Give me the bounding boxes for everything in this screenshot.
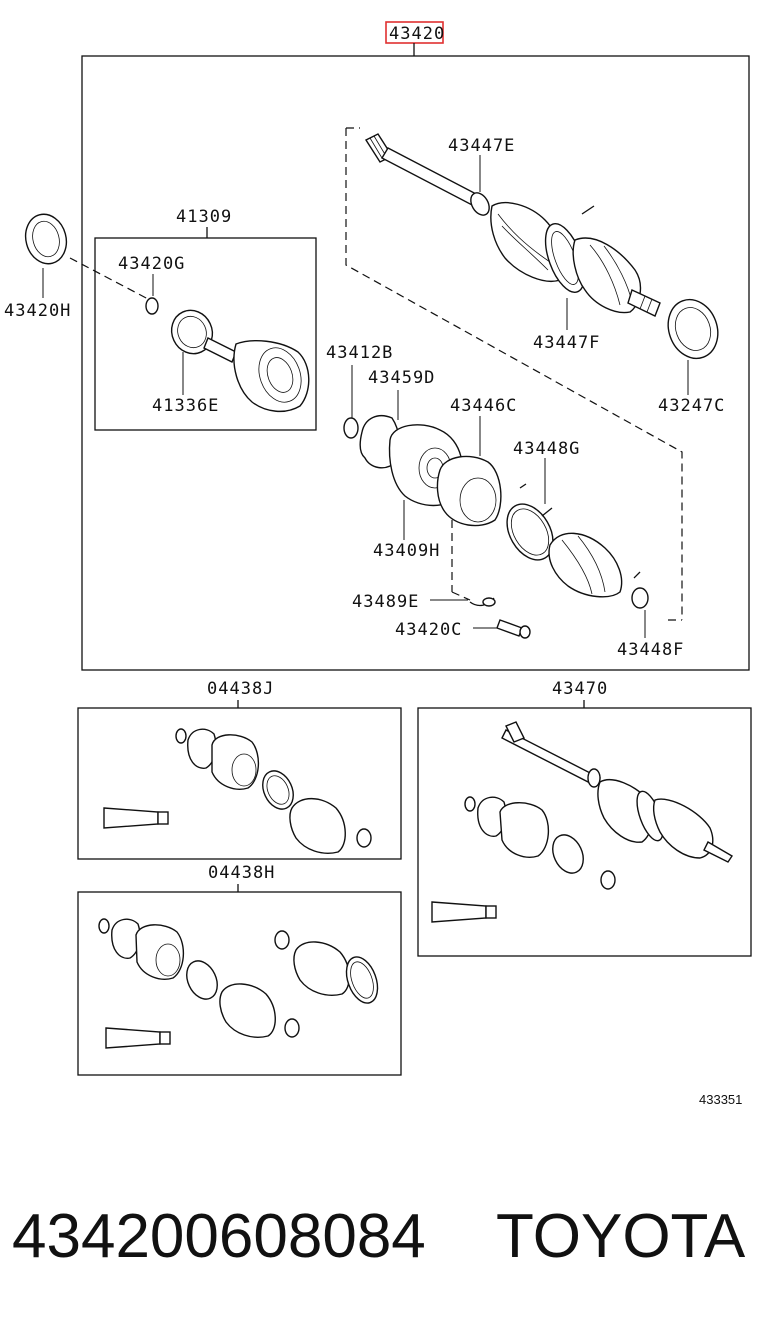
- label-43459D[interactable]: 43459D: [368, 368, 435, 388]
- label-41309[interactable]: 41309: [176, 207, 232, 227]
- footer-part-number: 434200608084: [12, 1202, 426, 1271]
- diagram-id: 433351: [699, 1092, 742, 1107]
- subassembly-41309-box: [94, 237, 317, 431]
- label-41336E[interactable]: 41336E: [152, 396, 219, 416]
- kit-label-04438J[interactable]: 04438J: [207, 679, 274, 699]
- label-43447E[interactable]: 43447E: [448, 136, 515, 156]
- kit-label-04438H[interactable]: 04438H: [208, 863, 275, 883]
- label-43489E[interactable]: 43489E: [352, 592, 419, 612]
- inboard-joint-illustration: [343, 414, 649, 639]
- kit-04438H-box: [77, 891, 402, 1076]
- label-43420G[interactable]: 43420G: [118, 254, 185, 274]
- label-43448F[interactable]: 43448F: [617, 640, 684, 660]
- label-43412B[interactable]: 43412B: [326, 343, 393, 363]
- kit-43470-illustration: [431, 721, 733, 923]
- main-assembly-code[interactable]: 43420: [389, 24, 445, 44]
- leader-lines: [42, 155, 689, 638]
- footer-brand: TOYOTA: [496, 1202, 746, 1271]
- kit-04438J-illustration: [103, 728, 372, 854]
- outboard-joint-illustration: [145, 297, 310, 413]
- label-43420H[interactable]: 43420H: [4, 301, 71, 321]
- label-43448G[interactable]: 43448G: [513, 439, 580, 459]
- drive-shaft-illustration: [364, 133, 719, 360]
- seal-43420H: [24, 213, 68, 265]
- label-43409H[interactable]: 43409H: [373, 541, 440, 561]
- label-43446C[interactable]: 43446C: [450, 396, 517, 416]
- kit-label-43470[interactable]: 43470: [552, 679, 608, 699]
- label-43247C[interactable]: 43247C: [658, 396, 725, 416]
- label-43447F[interactable]: 43447F: [533, 333, 600, 353]
- label-43420C[interactable]: 43420C: [395, 620, 462, 640]
- kit-04438H-illustration: [98, 918, 379, 1049]
- kit-43470-box: [417, 707, 752, 957]
- kit-04438J-box: [77, 707, 402, 860]
- main-assembly-frame: [81, 55, 750, 671]
